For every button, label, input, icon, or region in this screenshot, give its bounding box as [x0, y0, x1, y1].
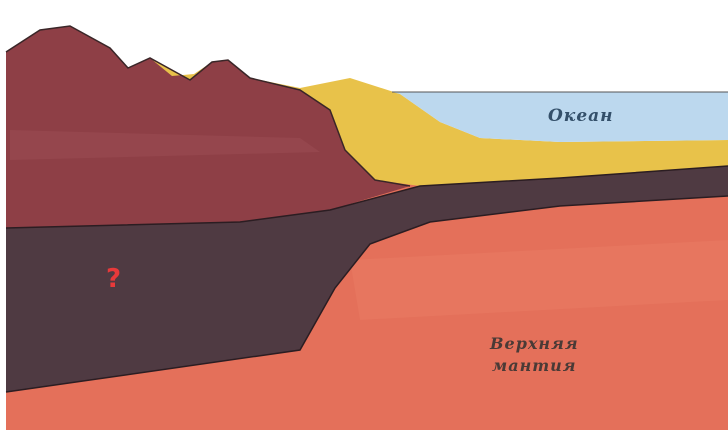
ocean-label: Океан [548, 106, 614, 126]
upper-mantle-label-line1: Верхняя [490, 333, 579, 355]
question-mark-label: ? [106, 264, 121, 294]
upper-mantle-label-line2: мантия [490, 355, 579, 377]
upper-mantle-label: Верхняя мантия [490, 333, 579, 377]
